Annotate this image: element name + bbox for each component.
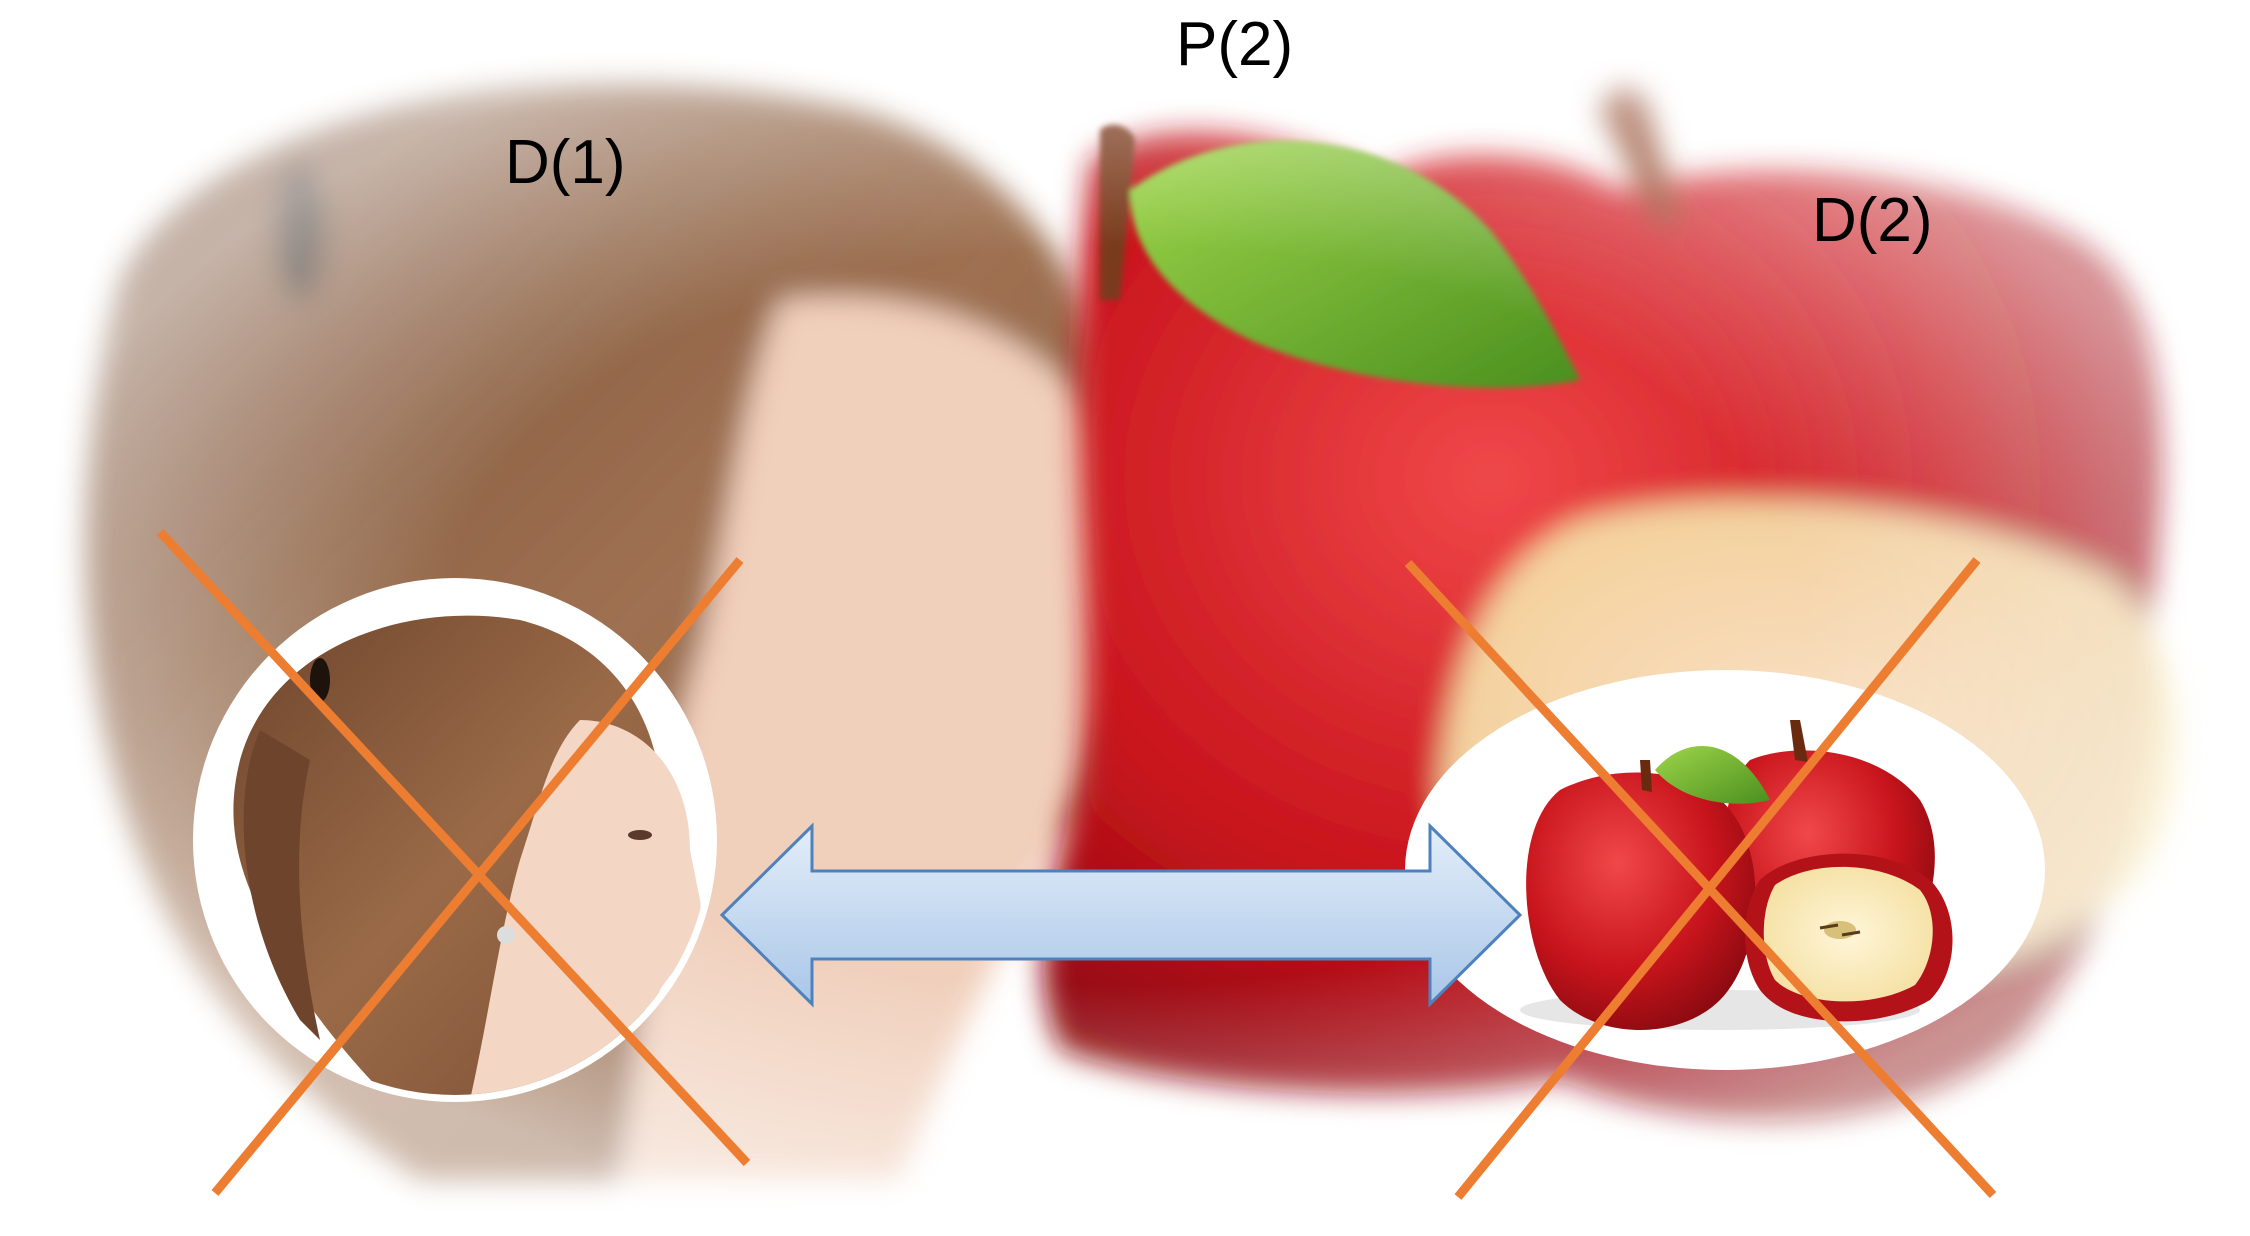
label-p2: P(2) [1176,14,1293,76]
label-d2: D(2) [1812,190,1933,252]
label-d1: D(1) [505,132,626,194]
woman-profile-image [190,578,720,1102]
